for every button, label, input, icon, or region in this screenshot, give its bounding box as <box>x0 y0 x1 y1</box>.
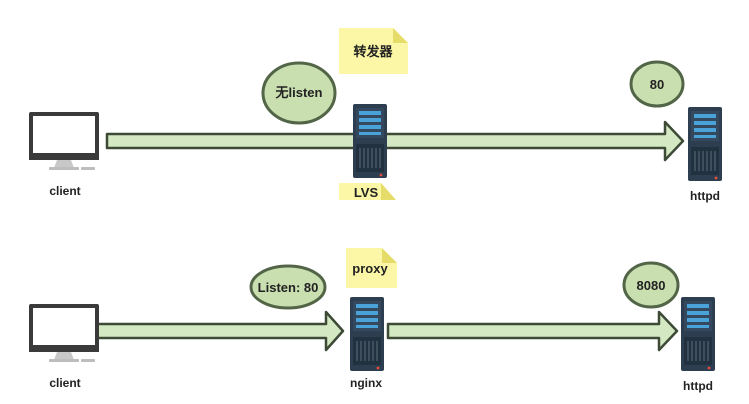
forwarder-note-text: 转发器 <box>353 44 393 59</box>
nginx-server-icon <box>349 296 385 372</box>
lvs-label: LVS <box>354 185 379 200</box>
top-client-computer-icon <box>29 112 99 170</box>
bottom-port-text: 8080 <box>637 278 666 293</box>
proxy-note-text: proxy <box>352 261 388 276</box>
nginx-label: nginx <box>350 376 382 390</box>
top-row: client 无listen 转发器 LVS 80 <box>29 28 723 203</box>
bottom-row: client Listen: 80 proxy nginx 8080 httpd <box>29 248 716 393</box>
top-port-bubble: 80 <box>629 60 685 108</box>
nginx-to-httpd-arrow <box>386 310 679 352</box>
top-httpd-label: httpd <box>690 189 720 203</box>
top-httpd-server-icon <box>687 106 723 182</box>
listen-text: Listen: 80 <box>258 280 319 295</box>
bottom-httpd-server-icon <box>680 296 716 372</box>
no-listen-text: 无listen <box>275 85 323 100</box>
bottom-port-bubble: 8080 <box>622 261 680 309</box>
forwarder-note: 转发器 <box>339 28 408 74</box>
client-to-nginx-arrow <box>95 310 345 352</box>
proxy-note: proxy <box>346 248 397 288</box>
lvs-server-icon <box>352 103 388 179</box>
top-traffic-arrow <box>105 120 685 162</box>
lvs-note: LVS <box>339 183 396 200</box>
bottom-client-label: client <box>49 376 80 390</box>
listen-bubble: Listen: 80 <box>249 264 327 310</box>
bottom-httpd-label: httpd <box>683 379 713 393</box>
no-listen-bubble: 无listen <box>261 61 337 125</box>
top-port-text: 80 <box>650 77 664 92</box>
bottom-client-computer-icon <box>29 304 99 362</box>
top-client-label: client <box>49 184 80 198</box>
